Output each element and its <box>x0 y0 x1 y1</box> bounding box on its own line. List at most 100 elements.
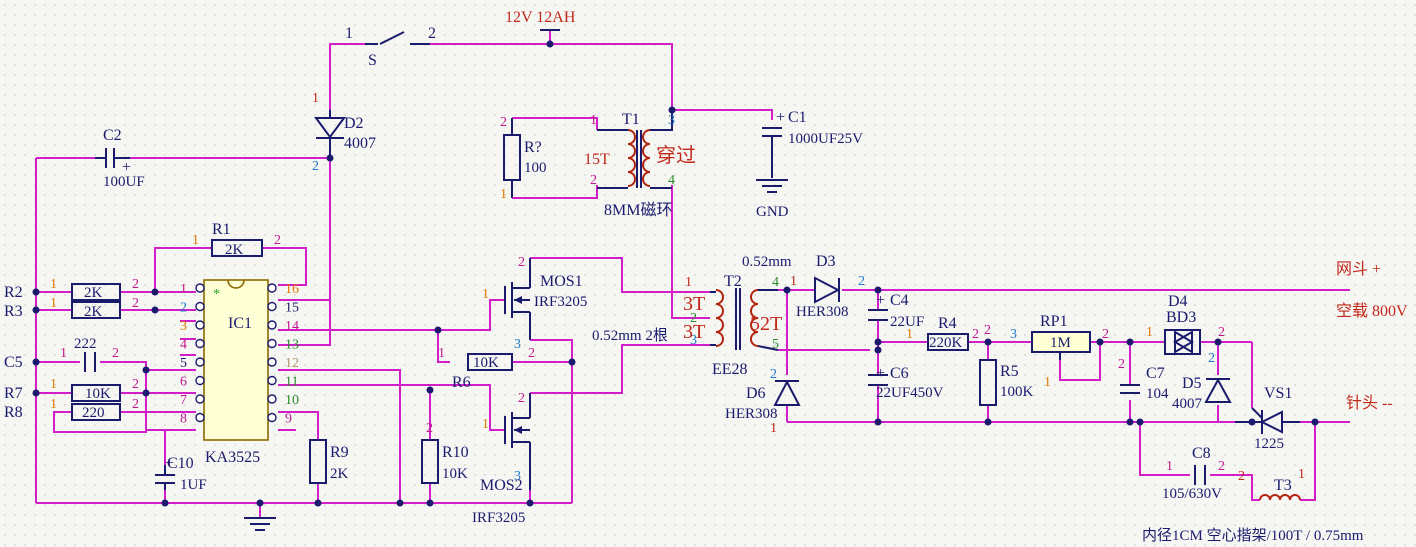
svg-text:1: 1 <box>50 296 57 311</box>
ic-pin-right-label: 14 <box>285 319 299 334</box>
resistor-R10: 2 R10 10K <box>421 421 469 484</box>
R6-ref: R6 <box>452 374 471 391</box>
ic-pin-left <box>195 320 205 330</box>
diode-D6: 2 1 D6 HER308 <box>725 367 801 436</box>
C2-ref: C2 <box>103 127 122 144</box>
ic-pin-right-label: 15 <box>285 301 299 316</box>
svg-text:2: 2 <box>590 173 597 188</box>
svg-text:4: 4 <box>772 275 779 290</box>
D3-value: HER308 <box>796 304 849 320</box>
C5-ref: C5 <box>4 354 23 371</box>
svg-text:+: + <box>876 292 885 309</box>
junctions <box>32 40 1319 507</box>
C5-value: 222 <box>74 336 97 352</box>
diode-D4: 1 2 D4 BD3 <box>1146 293 1225 355</box>
R2-ref: R2 <box>4 284 23 301</box>
output-needle-label: 针头 -- <box>1346 394 1393 412</box>
C4-ref: C4 <box>890 292 909 309</box>
C1-value: 1000UF25V <box>788 131 863 147</box>
svg-text:3: 3 <box>668 113 675 128</box>
R5-ref: R5 <box>1000 363 1019 380</box>
svg-text:1: 1 <box>312 91 319 106</box>
R7-ref: R7 <box>4 385 23 402</box>
D6-value: HER308 <box>725 406 778 422</box>
transformer-T1: 1 2 3 4 T1 15T 穿过 8MM磁环 <box>584 110 696 219</box>
D3-ref: D3 <box>816 253 836 270</box>
R2-value: 2K <box>84 285 103 301</box>
ic-pin-right <box>267 301 277 312</box>
svg-text:1: 1 <box>906 327 913 342</box>
IC1-ref: IC1 <box>228 315 252 332</box>
ic-pin-right-label: 9 <box>285 412 292 427</box>
thyristor-VS1: VS1 1225 <box>1235 385 1300 452</box>
output-noload-label: 空载 800V <box>1336 302 1408 320</box>
svg-text:2: 2 <box>1102 327 1109 342</box>
C6-value: 22UF450V <box>876 385 944 401</box>
D5-ref: D5 <box>1182 375 1202 392</box>
svg-text:1: 1 <box>1146 325 1153 340</box>
svg-text:+: + <box>165 455 174 472</box>
diode-D3: 1 2 D3 HER308 <box>790 253 865 320</box>
D4-ref: D4 <box>1168 293 1188 310</box>
svg-text:2: 2 <box>132 277 139 292</box>
coil-note: 内径1CM 空心揩架/100T / 0.75mm <box>1142 527 1364 544</box>
C4-value: 22UF <box>890 314 924 330</box>
ic-KA3525: * IC1 KA3525 <box>203 279 269 466</box>
gnd-label: GND <box>756 204 789 220</box>
D2-ref: D2 <box>344 115 364 132</box>
C8-value: 105/630V <box>1162 486 1222 502</box>
svg-text:1: 1 <box>482 287 489 302</box>
MOS1-ref: MOS1 <box>540 273 583 290</box>
ic-pin-right <box>267 338 277 349</box>
svg-text:1: 1 <box>1298 467 1305 482</box>
svg-text:1: 1 <box>50 277 57 292</box>
ic-pin-left-label: 4 <box>180 338 187 353</box>
capacitor-C1: + C1 1000UF25V <box>762 109 863 178</box>
MOS1-value: IRF3205 <box>534 294 587 310</box>
svg-text:2: 2 <box>984 323 991 338</box>
svg-text:2: 2 <box>1118 357 1125 372</box>
battery-label: 12V 12AH <box>505 9 576 26</box>
T2-core: EE28 <box>712 361 748 378</box>
svg-text:2: 2 <box>858 274 865 289</box>
svg-text:2: 2 <box>528 346 535 361</box>
svg-text:1: 1 <box>1044 375 1051 390</box>
battery-terminal: 12V 12AH <box>505 9 576 31</box>
svg-text:1: 1 <box>60 346 67 361</box>
ic-pin-left-label: 5 <box>180 356 187 371</box>
R3-value: 2K <box>84 304 103 320</box>
svg-text:2: 2 <box>274 233 281 248</box>
svg-text:+: + <box>776 109 785 126</box>
T2-ref: T2 <box>724 273 742 290</box>
svg-text:2: 2 <box>132 397 139 412</box>
T1-secondary: 穿过 <box>656 144 696 167</box>
D6-ref: D6 <box>746 385 766 402</box>
output-mesh-label: 网斗 + <box>1336 261 1381 278</box>
svg-text:2: 2 <box>500 115 507 130</box>
R10-ref: R10 <box>442 444 469 461</box>
ic-pin-right <box>267 320 277 330</box>
ic-pin-left <box>195 283 205 293</box>
svg-text:2: 2 <box>770 367 777 382</box>
gnd-symbol: GND <box>756 179 789 220</box>
C10-value: 1UF <box>180 477 207 493</box>
ic-pin-left <box>195 301 205 312</box>
capacitor-C2: + C2 100UF <box>95 127 145 190</box>
svg-text:2: 2 <box>1238 469 1245 484</box>
svg-text:3: 3 <box>690 333 697 348</box>
resistor-R9: R9 2K <box>309 439 349 484</box>
resistor-Rq: 2 1 R? 100 <box>500 115 547 202</box>
wires <box>35 30 1350 518</box>
C2-value: 100UF <box>103 174 145 190</box>
T1-ref: T1 <box>622 111 640 128</box>
capacitor-C10: C10 + 1UF <box>155 455 207 493</box>
diode-D5: 2 D5 4007 <box>1172 351 1232 412</box>
mosfet-MOS1: 1 2 3 MOS1 IRF3205 <box>482 255 587 352</box>
ic-pin-left <box>195 357 205 367</box>
svg-text:2: 2 <box>132 377 139 392</box>
D2-value: 4007 <box>344 135 376 152</box>
resistor-R8: 1 2 220 R8 <box>4 397 139 421</box>
ic-pin-right-label: 11 <box>285 375 298 390</box>
ic-pin-left-label: 7 <box>180 393 187 408</box>
svg-text:1: 1 <box>770 421 777 436</box>
